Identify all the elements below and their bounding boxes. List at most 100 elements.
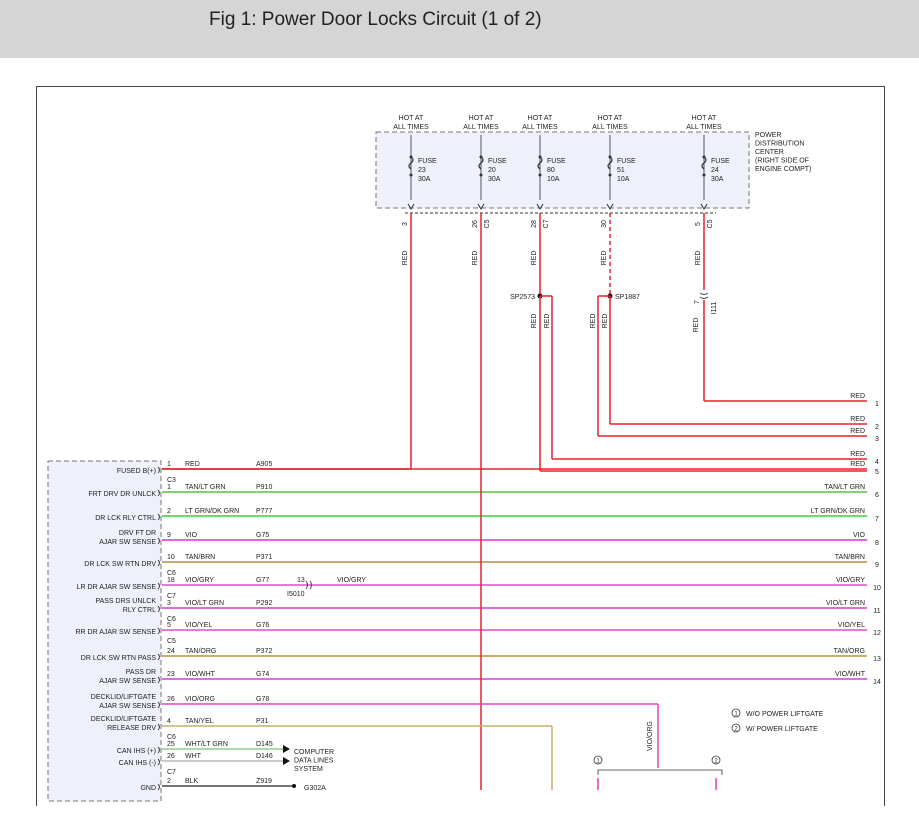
module-pin-label: DECKLID/LIFTGATE bbox=[91, 694, 157, 701]
module-pin-label: AJAR SW SENSE bbox=[99, 539, 156, 546]
module-pin-chevron bbox=[157, 513, 160, 521]
wire-color-label: WHT/LT GRN bbox=[185, 741, 228, 748]
fuse-name: FUSE bbox=[418, 158, 437, 165]
inline-connector-i111 bbox=[699, 292, 709, 299]
wire-circuit-label: G77 bbox=[256, 577, 269, 584]
wire-pin: 1 bbox=[167, 461, 171, 468]
fuse-hot-label: HOT AT bbox=[598, 115, 623, 122]
module-pin-chevron bbox=[157, 746, 160, 754]
wire-color-label: VIO/ORG bbox=[185, 696, 215, 703]
splice-pin: 7 bbox=[694, 300, 701, 304]
wire-color-label: TAN/LT GRN bbox=[185, 484, 225, 491]
wire-color-right: TAN/LT GRN bbox=[825, 484, 865, 491]
legend-circle bbox=[731, 723, 741, 733]
fuse-hot-label: HOT AT bbox=[399, 115, 424, 122]
wire-color-right: VIO/WHT bbox=[835, 671, 866, 678]
fuse-symbol bbox=[537, 156, 543, 170]
wire-color-right: TAN/ORG bbox=[834, 648, 865, 655]
pdc-label-line: ENGINE COMPT) bbox=[755, 166, 811, 173]
wire-color-right: VIO/LT GRN bbox=[826, 600, 865, 607]
module-pin-chevron bbox=[157, 676, 160, 684]
fuse-pin: 30 bbox=[601, 220, 608, 228]
fuse-terminal bbox=[538, 155, 542, 159]
fuse-number: 51 bbox=[617, 167, 625, 174]
wire-circuit-label: D146 bbox=[256, 753, 273, 760]
computer-data-lines-label: SYSTEM bbox=[294, 766, 323, 773]
wire-color-right: VIO/GRY bbox=[836, 577, 865, 584]
inline-connector-pin: 13 bbox=[297, 577, 305, 584]
module-pin-chevron bbox=[157, 582, 160, 590]
fuse-terminal bbox=[409, 155, 413, 159]
wire-color-right: RED bbox=[850, 451, 865, 458]
fuse-hot-label: HOT AT bbox=[528, 115, 553, 122]
pdc-label-line: CENTER bbox=[755, 149, 784, 156]
fuse-amps: 10A bbox=[547, 176, 560, 183]
wire-pin: 5 bbox=[167, 622, 171, 629]
computer-arrow bbox=[283, 745, 290, 753]
wire-color-label: VIO bbox=[185, 532, 198, 539]
module-pin-label: DR LCK RLY CTRL bbox=[95, 515, 156, 522]
wire-color-label: VIO/ORG bbox=[647, 721, 654, 751]
fuse-pin-chevron bbox=[606, 203, 614, 210]
wire-color-label: VIO/YEL bbox=[185, 622, 212, 629]
option-circle bbox=[711, 755, 721, 765]
module-connector: C5 bbox=[167, 638, 176, 645]
wire-color-label: TAN/ORG bbox=[185, 648, 216, 655]
ground-ref-label: G302A bbox=[304, 785, 326, 792]
fuse-terminal bbox=[538, 173, 542, 177]
module-pin-chevron bbox=[157, 537, 160, 545]
wire-color-label: VIO/GRY bbox=[185, 577, 214, 584]
fuse-terminal bbox=[608, 173, 612, 177]
wire-circuit-label: A905 bbox=[256, 461, 272, 468]
fuse-name: FUSE bbox=[488, 158, 507, 165]
module-pin-label: CAN IHS (+) bbox=[117, 748, 156, 755]
pdc-label-line: POWER bbox=[755, 132, 781, 139]
option-bracket bbox=[597, 769, 723, 775]
legend-number: 1 bbox=[734, 712, 738, 718]
wire-color-label: WHT bbox=[185, 753, 202, 760]
wire-pin: 2 bbox=[167, 508, 171, 515]
fuse-pin: 28 bbox=[531, 220, 538, 228]
module-connector: C7 bbox=[167, 593, 176, 600]
module-pin-chevron bbox=[157, 466, 160, 474]
wire-circuit-label: D145 bbox=[256, 741, 273, 748]
fuse-symbol bbox=[607, 156, 613, 170]
module-pin-chevron bbox=[157, 559, 160, 567]
wire-output-pin: 9 bbox=[875, 562, 879, 569]
wire-color-right: VIO bbox=[853, 532, 866, 539]
wire-output-pin: 11 bbox=[873, 608, 880, 615]
fuse-hot-label: ALL TIMES bbox=[686, 124, 722, 131]
fuse-wire-color: RED bbox=[601, 251, 608, 266]
wire-pin: 25 bbox=[167, 741, 175, 748]
module-pin-chevron bbox=[157, 653, 160, 661]
wire-circuit-label: G74 bbox=[256, 671, 269, 678]
wire-color-label: RED bbox=[602, 314, 609, 329]
inline-connector-i5010 bbox=[305, 580, 312, 590]
fuse-number: 20 bbox=[488, 167, 496, 174]
computer-data-lines-label: DATA LINES bbox=[294, 758, 334, 765]
fuse-hot-label: ALL TIMES bbox=[463, 124, 499, 131]
wire-pin: 18 bbox=[167, 577, 175, 584]
wire-circuit-label: P31 bbox=[256, 718, 269, 725]
wire-output-pin: 13 bbox=[873, 656, 881, 663]
fuse-pin-chevron bbox=[407, 203, 415, 210]
wire-circuit-label: G76 bbox=[256, 622, 269, 629]
module-pin-chevron bbox=[157, 627, 160, 635]
wire-circuit-label: P292 bbox=[256, 600, 272, 607]
wire-pin: 2 bbox=[167, 778, 171, 785]
module-pin-label: RR DR AJAR SW SENSE bbox=[75, 629, 156, 636]
wire-output-pin: 6 bbox=[875, 492, 879, 499]
wire-pin: 26 bbox=[167, 696, 175, 703]
module-pin-chevron bbox=[157, 723, 160, 731]
wire-circuit-label: P371 bbox=[256, 554, 272, 561]
module-pin-label: PASS DR bbox=[126, 669, 156, 676]
wire-output-pin: 7 bbox=[875, 516, 879, 523]
wire-color-right: TAN/BRN bbox=[835, 554, 865, 561]
legend-circle bbox=[731, 708, 741, 718]
module-pin-label: DR LCK SW RTN DRV bbox=[84, 561, 156, 568]
